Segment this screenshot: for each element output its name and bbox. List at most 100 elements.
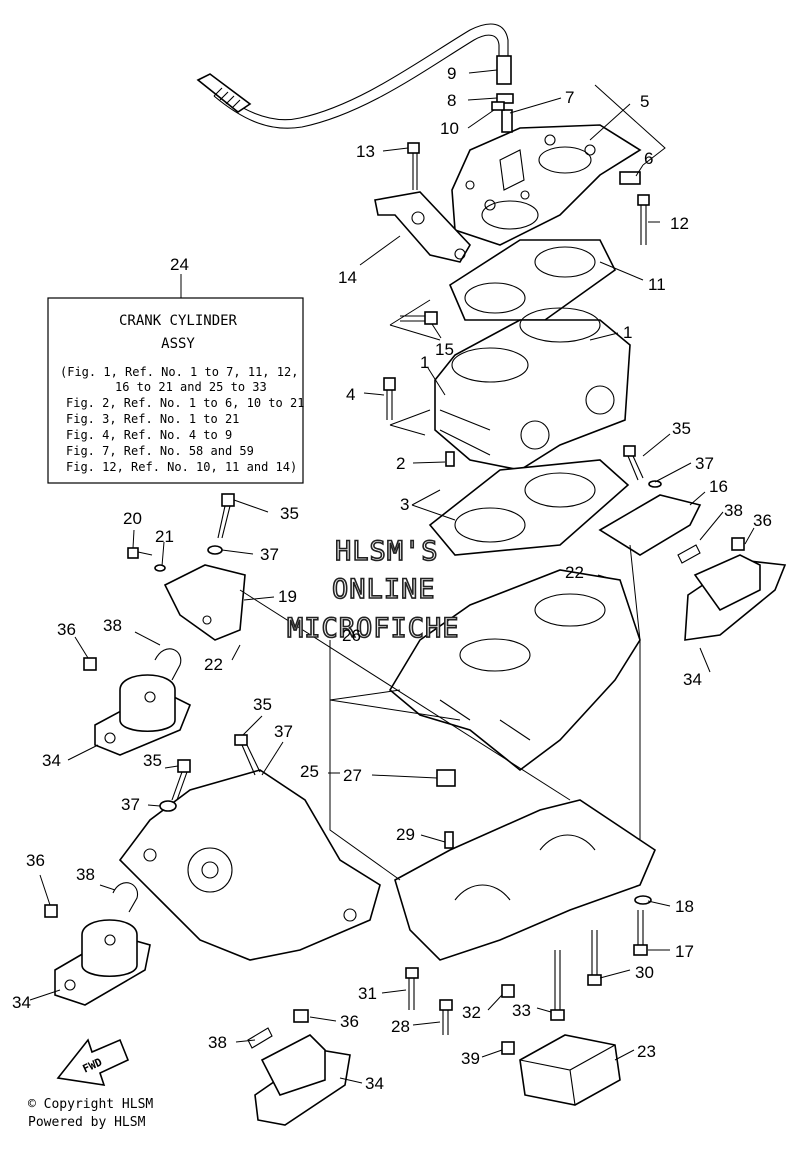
watermark-line: HLSM'S	[335, 536, 439, 567]
watermark-line: ONLINE	[332, 574, 436, 605]
callout-label: 37	[274, 722, 293, 741]
info-box-line: Fig. 12, Ref. No. 10, 11 and 14)	[66, 460, 297, 474]
crankcase-bolts-part	[405, 895, 652, 1035]
callout-label: 36	[26, 851, 45, 870]
callout-label: 26	[342, 626, 361, 645]
callout-label: 37	[695, 454, 714, 473]
callout-label: 2	[396, 454, 405, 473]
callout-label: 25	[300, 762, 319, 781]
info-box-line: Fig. 2, Ref. No. 1 to 6, 10 to 21	[66, 396, 304, 410]
callout-label: 6	[644, 149, 653, 168]
callout-label: 31	[358, 984, 377, 1003]
callout-label: 29	[396, 825, 415, 844]
callout-label: 36	[340, 1012, 359, 1031]
callout-label: 34	[12, 993, 31, 1012]
callout-label: 18	[675, 897, 694, 916]
upper-crankcase-part	[388, 569, 641, 772]
callout-label: 38	[76, 865, 95, 884]
cylinder-head-part	[451, 124, 642, 246]
callout-label: 14	[338, 268, 357, 287]
info-box-line: Fig. 4, Ref. No. 4 to 9	[66, 428, 232, 442]
fwd-arrow-icon: FWD	[56, 1038, 130, 1086]
callout-label: 21	[155, 527, 174, 546]
callout-label: 38	[103, 616, 122, 635]
callout-label: 37	[260, 545, 279, 564]
callout-label: 10	[440, 119, 459, 138]
callout-label: 35	[143, 751, 162, 770]
bolt-12-part	[637, 194, 650, 245]
callout-label: 19	[278, 587, 297, 606]
callout-label: 39	[461, 1049, 480, 1068]
callout-label: 16	[709, 477, 728, 496]
callout-label: 20	[123, 509, 142, 528]
callout-label: 9	[447, 64, 456, 83]
water-hose-part	[196, 23, 512, 129]
callout-label: 27	[343, 766, 362, 785]
bolt-13-part	[407, 142, 420, 190]
callout-label: 7	[565, 88, 574, 107]
watermark: HLSM'S ONLINE MICROFICHE	[286, 535, 460, 645]
callout-label: 1	[420, 353, 429, 372]
watermark-line: MICROFICHE	[287, 613, 460, 644]
info-box-line: (Fig. 1, Ref. No. 1 to 7, 11, 12,	[60, 365, 298, 379]
left-bracket-assembly-part	[127, 493, 246, 641]
fitting-6-part	[619, 171, 641, 185]
callout-label: 12	[670, 214, 689, 233]
callout-label: 23	[637, 1042, 656, 1061]
callout-label: 3	[400, 495, 409, 514]
callout-label: 22	[204, 655, 223, 674]
callout-label: 17	[675, 942, 694, 961]
bolt-15-part	[400, 311, 438, 325]
callout-label: 38	[724, 501, 743, 520]
callout-label: 1	[623, 323, 632, 342]
bolt-4-part	[383, 377, 396, 420]
callout-label: 36	[57, 620, 76, 639]
callout-label: 15	[435, 340, 454, 359]
callout-label: 8	[447, 91, 456, 110]
info-box-line: Fig. 7, Ref. No. 58 and 59	[66, 444, 254, 458]
callout-label: 22	[565, 563, 584, 582]
head-gasket-part	[448, 239, 617, 321]
callouts: 9 8 7 10 5 13 6 12 14 11 15 1 1 4 2 35 3…	[12, 64, 772, 1093]
lower-crankcase-part	[394, 799, 656, 961]
right-mount-assembly-part	[598, 445, 787, 641]
engine-mount-bottom-part	[247, 1009, 351, 1126]
callout-label: 5	[640, 92, 649, 111]
nut-10-part	[491, 101, 505, 111]
callout-label: 24	[170, 255, 189, 274]
electrical-box-part	[501, 1034, 621, 1106]
callout-label: 13	[356, 142, 375, 161]
copyright-text: © Copyright HLSM	[28, 1097, 154, 1112]
callout-label: 35	[672, 419, 691, 438]
callout-label: 11	[648, 275, 666, 294]
dowel-2-part	[445, 451, 455, 467]
callout-label: 37	[121, 795, 140, 814]
engine-bracket-part	[374, 191, 471, 263]
side-cover-part	[118, 734, 381, 961]
powered-by-text: Powered by HLSM	[28, 1115, 146, 1130]
callout-label: 4	[346, 385, 355, 404]
callout-label: 34	[683, 670, 702, 689]
fitting-7-part	[501, 109, 513, 133]
engine-mount-lower-left-part	[44, 882, 151, 1006]
callout-label: 38	[208, 1033, 227, 1052]
base-gasket-part	[428, 459, 630, 556]
callout-label: 35	[253, 695, 272, 714]
engine-mount-upper-left-part	[83, 648, 192, 756]
callout-label: 34	[365, 1074, 384, 1093]
info-box-line: Fig. 3, Ref. No. 1 to 21	[66, 412, 239, 426]
callout-label: 36	[753, 511, 772, 530]
callout-label: 28	[391, 1017, 410, 1036]
bearing-27-part	[436, 769, 456, 787]
info-box-subtitle: ASSY	[161, 336, 195, 352]
callout-label: 33	[512, 1001, 531, 1020]
callout-label: 35	[280, 504, 299, 523]
info-box-title: CRANK CYLINDER	[119, 313, 238, 329]
dowel-29-part	[444, 831, 454, 849]
callout-label: 32	[462, 1003, 481, 1022]
cylinder-block-part	[434, 307, 631, 471]
callout-label: 34	[42, 751, 61, 770]
info-box: CRANK CYLINDER ASSY (Fig. 1, Ref. No. 1 …	[47, 297, 304, 484]
callout-label: 30	[635, 963, 654, 982]
